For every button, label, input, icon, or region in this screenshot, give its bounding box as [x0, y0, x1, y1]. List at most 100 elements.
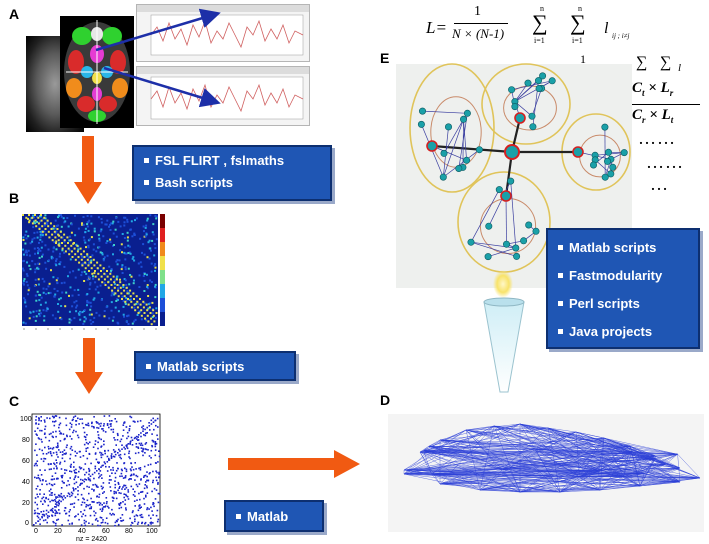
fsl-tools-box: FSL FLIRT , fslmaths Bash scripts — [132, 145, 332, 201]
bullet-icon — [558, 244, 563, 250]
edge — [463, 119, 467, 161]
hub-node — [426, 140, 438, 152]
network-node — [495, 186, 503, 194]
panel-label-d: D — [380, 392, 391, 408]
sum-symbol: ∑ — [532, 10, 548, 35]
network-node — [444, 123, 452, 131]
network-node — [548, 77, 556, 85]
network-node — [475, 146, 483, 154]
network-node — [609, 163, 617, 171]
ellipsis-2: …… — [646, 152, 684, 172]
c-ytick: 40 — [22, 479, 30, 486]
network-node — [502, 240, 510, 248]
fraction-bar — [622, 104, 700, 105]
bullet-icon — [146, 363, 151, 369]
network-node — [508, 86, 516, 94]
panel-label-a: A — [9, 6, 20, 22]
network-node — [534, 77, 542, 85]
correlation-matrix-heatmap — [22, 214, 165, 330]
timeseries-plot-top — [136, 4, 310, 62]
sum-top: n — [540, 4, 544, 13]
colorbar — [160, 214, 165, 326]
network-node — [439, 173, 447, 181]
bullet-icon — [558, 328, 563, 334]
tool-item: Perl scripts — [548, 289, 698, 317]
formula-term: l — [678, 62, 682, 74]
tool-label: Matlab scripts — [157, 358, 245, 374]
tool-label: Fastmodularity — [569, 267, 663, 283]
formula-path-length: L= 1 N × (N-1) n ∑ i=1 n ∑ i=1 l ij ; i≠… — [426, 4, 706, 54]
network-node — [529, 123, 537, 131]
network-node — [455, 165, 463, 173]
formula-lhs: L= — [426, 18, 447, 37]
network-node — [603, 157, 611, 165]
edge — [505, 195, 507, 245]
c-ytick: 80 — [22, 437, 30, 444]
edge — [458, 113, 468, 169]
network-node — [511, 103, 519, 111]
sum-symbol: ∑ — [570, 10, 586, 35]
c-xtick: 20 — [54, 528, 62, 535]
edge — [510, 181, 517, 249]
bullet-icon — [144, 179, 149, 185]
tool-label: Java projects — [569, 323, 653, 339]
tool-item: Matlab scripts — [136, 353, 294, 379]
module-boundary — [481, 63, 571, 145]
network-node — [601, 173, 609, 181]
hub-node — [572, 146, 584, 158]
edge — [531, 88, 542, 117]
c-xtick: 0 — [34, 528, 38, 535]
tool-item: Fastmodularity — [548, 261, 698, 289]
sum-symbol: ∑ — [660, 54, 672, 71]
bullet-icon — [558, 272, 563, 278]
tool-item: FSL FLIRT , fslmaths — [134, 149, 330, 171]
network-node — [485, 222, 493, 230]
edge — [514, 82, 529, 102]
network-node — [512, 244, 520, 252]
tool-item: Matlab — [226, 502, 322, 530]
network-node — [417, 120, 425, 128]
c-xtick: 40 — [78, 528, 86, 535]
sw-den-mid: × L — [645, 107, 671, 123]
heatmap-cells — [22, 214, 158, 326]
edge — [443, 149, 480, 178]
edge — [422, 110, 468, 114]
edge — [470, 241, 517, 257]
sum-bottom: i=1 — [534, 36, 545, 45]
e-tools-box: Matlab scripts Fastmodularity Perl scrip… — [546, 228, 700, 349]
network-node — [539, 72, 547, 80]
formula-num: 1 — [474, 4, 481, 19]
tool-label: Matlab — [247, 508, 289, 524]
edge — [431, 145, 467, 161]
edge — [511, 80, 553, 91]
module-boundary — [409, 63, 495, 193]
sw-num-sub: t — [642, 88, 645, 98]
edge — [443, 119, 464, 154]
network-node — [459, 115, 467, 123]
c-nz-label: nz = 2420 — [76, 536, 107, 543]
network-node — [484, 253, 492, 261]
c-ytick: 0 — [25, 520, 29, 527]
network-edges — [403, 423, 701, 493]
network-node — [589, 161, 597, 169]
c-ytick: 100 — [20, 416, 32, 423]
network-node — [525, 221, 533, 229]
ellipsis-1: …… — [638, 128, 676, 148]
network-node — [524, 79, 532, 87]
panel-label-c: C — [9, 393, 20, 409]
network-node — [535, 85, 543, 93]
network-node — [601, 123, 609, 131]
tool-label: Bash scripts — [155, 174, 234, 190]
fraction-bar — [454, 23, 508, 24]
network-node — [463, 109, 471, 117]
c-ytick: 20 — [22, 500, 30, 507]
edge — [487, 247, 516, 257]
formula-den: N × (N-1) — [452, 26, 505, 41]
sum-symbol: ∑ — [636, 54, 648, 71]
tool-item: Matlab scripts — [548, 233, 698, 261]
matlab-box: Matlab — [224, 500, 324, 532]
bullet-icon — [558, 300, 563, 306]
matlab-scripts-box: Matlab scripts — [134, 351, 296, 381]
